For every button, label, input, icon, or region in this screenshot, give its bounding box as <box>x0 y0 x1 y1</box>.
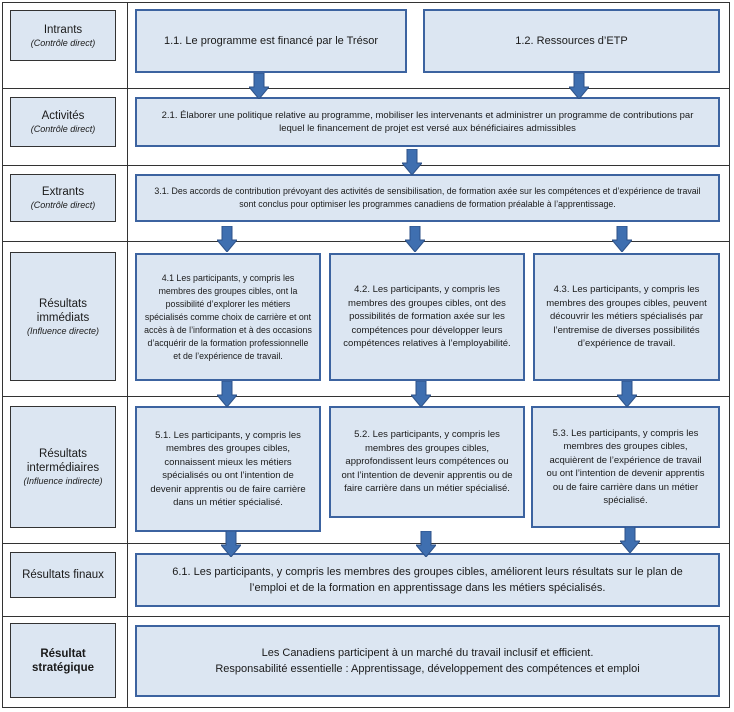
down-arrow-icon <box>411 381 431 407</box>
row-divider <box>2 396 730 397</box>
down-arrow-icon <box>416 531 436 557</box>
down-arrow-icon <box>612 226 632 252</box>
box-2-1: 2.1. Élaborer une politique relative au … <box>135 97 720 147</box>
row-divider <box>2 241 730 242</box>
box-4-3: 4.3. Les participants, y compris les mem… <box>533 253 720 381</box>
box-4-1: 4.1 Les participants, y compris les memb… <box>135 253 321 381</box>
box-3-1: 3.1. Des accords de contribution prévoya… <box>135 174 720 222</box>
box-5-1: 5.1. Les participants, y compris les mem… <box>135 406 321 532</box>
label-inputs: Intrants (Contrôle direct) <box>10 10 116 61</box>
down-arrow-icon <box>405 226 425 252</box>
label-intermediate-outcomes: Résultats intermédiaires (Influence indi… <box>10 406 116 528</box>
row-divider <box>2 88 730 89</box>
box-1-2: 1.2. Ressources d’ETP <box>423 9 720 73</box>
down-arrow-icon <box>217 226 237 252</box>
label-immediate-outcomes: Résultats immédiats (Influence directe) <box>10 252 116 381</box>
strategic-responsibility: Responsabilité essentielle : Apprentissa… <box>215 663 640 675</box>
box-5-3: 5.3. Les participants, y compris les mem… <box>531 406 720 528</box>
down-arrow-icon <box>402 149 422 175</box>
row-divider <box>2 543 730 544</box>
box-6-1: 6.1. Les participants, y compris les mem… <box>135 553 720 607</box>
label-outputs: Extrants (Contrôle direct) <box>10 174 116 222</box>
label-activities: Activités (Contrôle direct) <box>10 97 116 147</box>
label-strategic-outcome: Résultat stratégique <box>10 623 116 698</box>
down-arrow-icon <box>249 73 269 99</box>
box-5-2: 5.2. Les participants, y compris les mem… <box>329 406 525 518</box>
down-arrow-icon <box>221 531 241 557</box>
down-arrow-icon <box>620 527 640 553</box>
column-divider <box>127 2 128 708</box>
down-arrow-icon <box>217 381 237 407</box>
down-arrow-icon <box>617 381 637 407</box>
down-arrow-icon <box>569 73 589 99</box>
row-divider <box>2 165 730 166</box>
label-final-outcomes: Résultats finaux <box>10 552 116 598</box>
row-divider <box>2 616 730 617</box>
box-4-2: 4.2. Les participants, y compris les mem… <box>329 253 525 381</box>
strategic-statement: Les Canadiens participent à un marché du… <box>261 647 594 659</box>
box-strategic-outcome: Les Canadiens participent à un marché du… <box>135 625 720 697</box>
box-1-1: 1.1. Le programme est financé par le Tré… <box>135 9 407 73</box>
